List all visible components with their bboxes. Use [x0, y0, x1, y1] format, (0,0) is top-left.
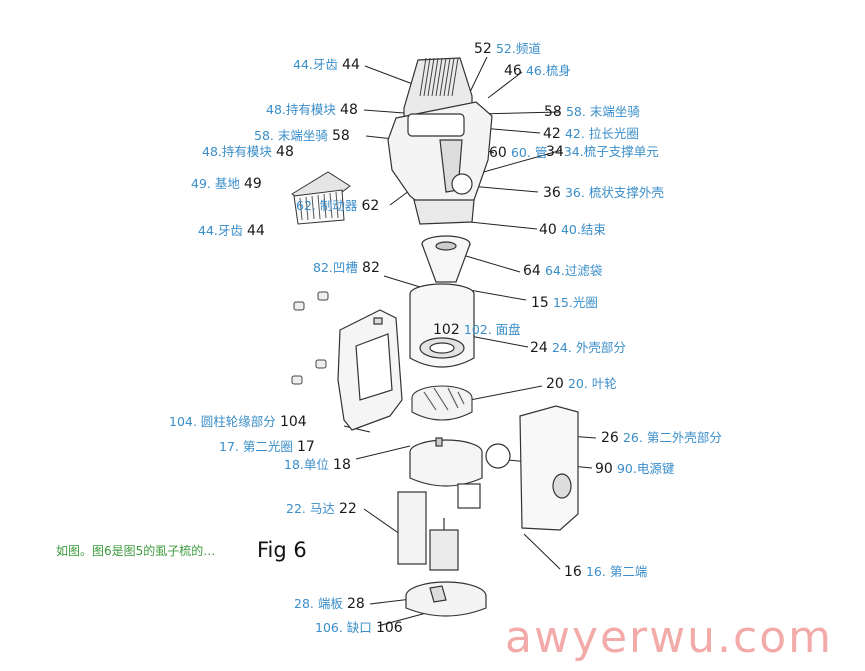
label-cn: 62. 制动器 — [296, 198, 358, 213]
label-20-impeller: 20 20. 叶轮 — [546, 376, 617, 393]
label-104-cylindrical-rim: 104. 圆柱轮缘部分 104 — [169, 414, 307, 431]
label-num: 64 — [523, 263, 541, 279]
label-num: 22 — [339, 501, 357, 517]
label-40-end: 40 40.结束 — [539, 222, 606, 239]
label-num: 36 — [543, 185, 561, 201]
label-cn: 28. 端板 — [294, 596, 343, 611]
label-num: 20 — [546, 376, 564, 392]
label-26-second-housing: 26 26. 第二外壳部分 — [601, 430, 722, 447]
label-num: 60 — [489, 145, 507, 161]
label-60-tube: 60 60. 管 — [489, 145, 547, 162]
label-num: 18 — [333, 457, 351, 473]
label-17-second-aperture: 17. 第二光圈 17 — [219, 439, 315, 456]
caption-note: 如图。图6是图5的虱子梳的… — [56, 544, 216, 558]
label-cn: 17. 第二光圈 — [219, 439, 293, 454]
label-22-motor: 22. 马达 22 — [286, 501, 357, 518]
label-cn: 24. 外壳部分 — [551, 340, 626, 355]
label-num: 40 — [539, 222, 557, 238]
label-num: 58 — [332, 128, 350, 144]
label-num: 42 — [543, 126, 561, 142]
label-cn: 90.电源键 — [616, 461, 675, 476]
label-num: 16 — [564, 564, 582, 580]
label-18-unit: 18.单位 18 — [284, 457, 351, 474]
label-num: 82 — [362, 260, 380, 276]
label-15-aperture: 15 15.光圈 — [531, 295, 598, 312]
label-cn: 44.牙齿 — [198, 223, 243, 238]
label-num: 48 — [340, 102, 358, 118]
label-48-holding-module: 48.持有模块 48 — [266, 102, 358, 119]
label-46-comb-body: 46 46.梳身 — [504, 63, 571, 80]
label-num: 102 — [433, 322, 460, 338]
label-16-second-end: 16 16. 第二端 — [564, 564, 647, 581]
label-44-teeth: 44.牙齿 44 — [293, 57, 360, 74]
label-num: 106 — [375, 620, 403, 636]
label-num: 15 — [531, 295, 549, 311]
label-num: 48 — [276, 144, 294, 160]
label-cn: 34.梳子支撑单元 — [563, 144, 659, 159]
label-cn: 64.过滤袋 — [544, 263, 603, 278]
label-102-face-plate: 102 102. 面盘 — [433, 322, 521, 339]
label-34-comb-support-unit: 3434.梳子支撑单元 — [546, 144, 659, 161]
label-cn: 16. 第二端 — [585, 564, 648, 579]
label-num: 44 — [342, 57, 360, 73]
label-58-end-mount-right: 58 58. 末端坐骑 — [544, 104, 640, 121]
label-cn: 26. 第二外壳部分 — [622, 430, 722, 445]
label-cn: 48.持有模块 — [202, 144, 272, 159]
label-44-teeth-2: 44.牙齿 44 — [198, 223, 265, 240]
label-cn: 106. 缺口 — [315, 620, 372, 635]
label-58-end-mount-left: 58. 末端坐骑 58 — [254, 128, 350, 145]
label-cn: 22. 马达 — [286, 501, 335, 516]
label-cn: 42. 拉长光圈 — [564, 126, 639, 141]
label-cn: 48.持有模块 — [266, 102, 336, 117]
label-52-channel: 52 52.频道 — [474, 41, 541, 58]
label-42-elongated-aperture: 42 42. 拉长光圈 — [543, 126, 639, 143]
label-62-actuator: 62. 制动器 62 — [296, 198, 379, 215]
label-cn: 102. 面盘 — [463, 322, 521, 337]
label-48-holding-module-2: 48.持有模块 48 — [202, 144, 294, 161]
label-num: 90 — [595, 461, 613, 477]
label-num: 34 — [546, 144, 564, 160]
label-num: 28 — [347, 596, 365, 612]
label-24-housing-part: 24 24. 外壳部分 — [530, 340, 626, 357]
label-cn: 82.凹槽 — [313, 260, 358, 275]
label-cn: 46.梳身 — [525, 63, 571, 78]
label-num: 44 — [247, 223, 265, 239]
label-cn: 58. 末端坐骑 — [254, 128, 328, 143]
label-cn: 60. 管 — [510, 145, 548, 160]
label-36-comb-support-housing: 36 36. 梳状支撑外壳 — [543, 185, 664, 202]
label-90-power-key: 90 90.电源键 — [595, 461, 674, 478]
label-num: 17 — [297, 439, 315, 455]
label-cn: 44.牙齿 — [293, 57, 338, 72]
label-28-end-plate: 28. 端板 28 — [294, 596, 365, 613]
label-64-filter-bag: 64 64.过滤袋 — [523, 263, 602, 280]
label-106-notch: 106. 缺口 106 — [315, 620, 403, 637]
label-cn: 18.单位 — [284, 457, 329, 472]
label-cn: 49. 基地 — [191, 176, 240, 191]
label-num: 24 — [530, 340, 548, 356]
label-num: 52 — [474, 41, 492, 57]
label-82-groove: 82.凹槽 82 — [313, 260, 380, 277]
watermark: awyerwu.com — [505, 612, 833, 663]
label-num: 58 — [544, 104, 562, 120]
label-cn: 58. 末端坐骑 — [565, 104, 640, 119]
label-num: 26 — [601, 430, 619, 446]
label-num: 62 — [361, 198, 380, 214]
label-num: 104 — [279, 414, 307, 430]
label-num: 49 — [244, 176, 262, 192]
label-cn: 52.频道 — [495, 41, 541, 56]
label-cn: 40.结束 — [560, 222, 606, 237]
label-cn: 104. 圆柱轮缘部分 — [169, 414, 276, 429]
label-cn: 15.光圈 — [552, 295, 598, 310]
label-cn: 20. 叶轮 — [567, 376, 617, 391]
label-num: 46 — [504, 63, 522, 79]
label-49-base: 49. 基地 49 — [191, 176, 262, 193]
figure-title: Fig 6 — [257, 538, 307, 562]
label-cn: 36. 梳状支撑外壳 — [564, 185, 664, 200]
